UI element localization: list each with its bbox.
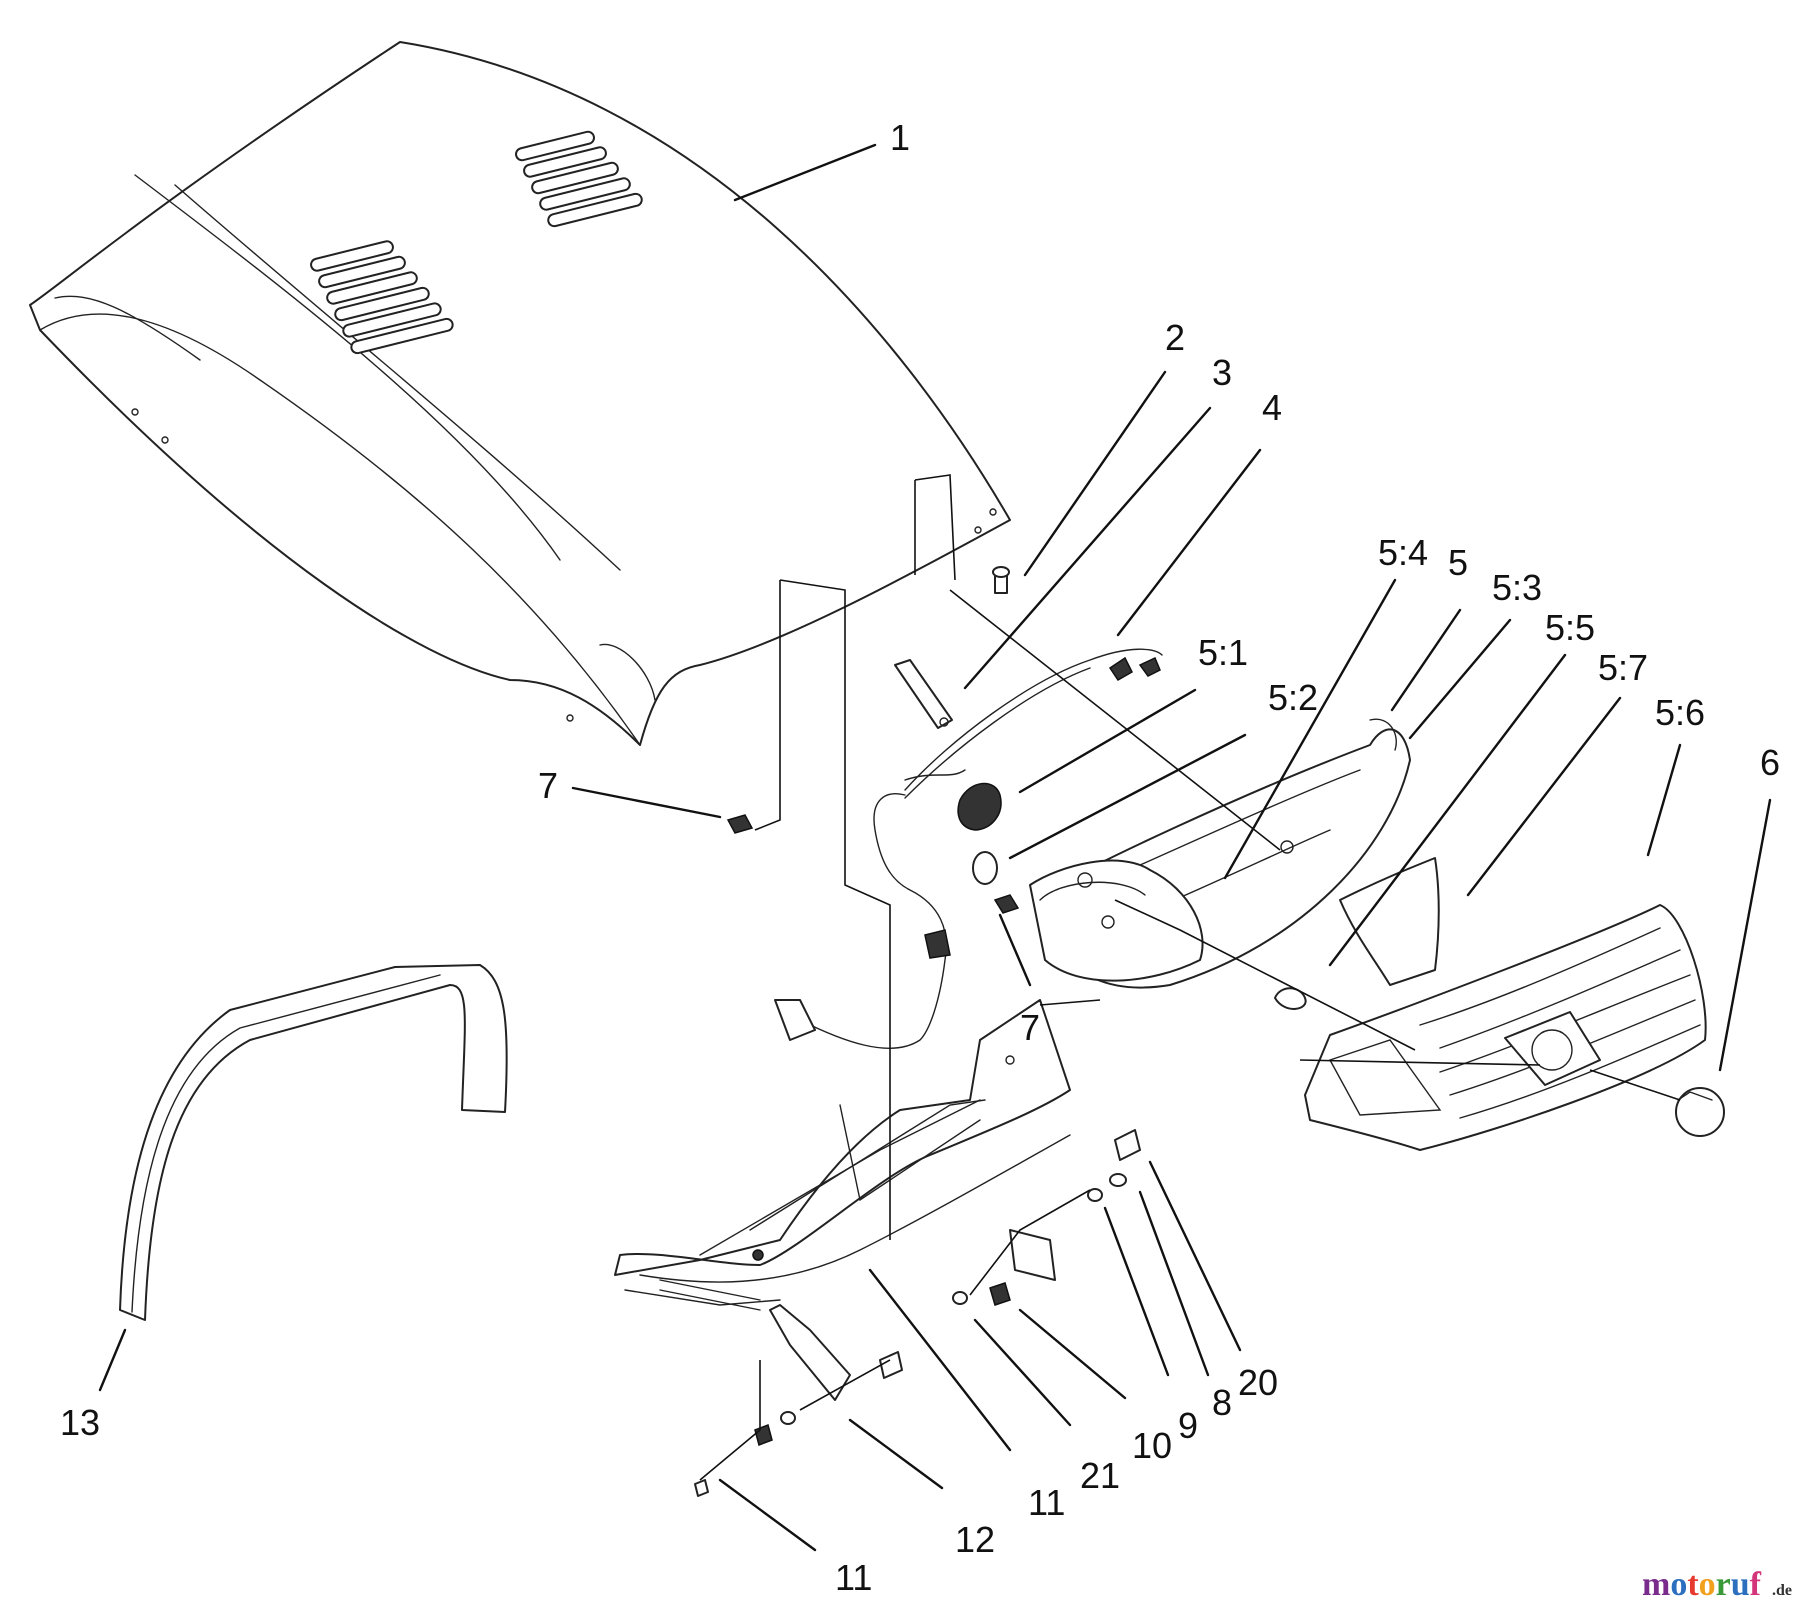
wire-harness-part	[774, 648, 1163, 1049]
callout-5-4: 5:4	[1378, 532, 1428, 573]
watermark-tld: .de	[1772, 1582, 1792, 1599]
leader-lines	[98, 143, 1772, 1552]
callout-5-3: 5:3	[1492, 567, 1542, 608]
callout-20: 20	[1238, 1362, 1278, 1403]
callout-5: 5	[1448, 542, 1468, 583]
callout-5-1: 5:1	[1198, 632, 1248, 673]
callout-1: 1	[890, 117, 910, 158]
watermark-letter-f: f	[1750, 1566, 1762, 1603]
grille-part	[1304, 904, 1707, 1151]
watermark-letter-m: m	[1642, 1566, 1670, 1603]
panel-part	[1339, 857, 1440, 986]
hardware-right	[952, 1129, 1141, 1306]
fender-part	[119, 964, 508, 1321]
headlight-housing-part	[1029, 718, 1411, 1010]
hardware-left	[694, 1351, 903, 1497]
lower-bracket-part	[614, 999, 1071, 1401]
callout-21: 21	[1080, 1455, 1120, 1496]
watermark-letter-o2: o	[1699, 1566, 1716, 1603]
callout-13: 13	[60, 1402, 100, 1443]
watermark-letter-r: r	[1716, 1566, 1731, 1603]
watermark-logo: motoruf .de	[1642, 1566, 1792, 1603]
hood-part	[29, 41, 1011, 746]
knob-part	[1675, 1087, 1725, 1137]
assembly-lines	[699, 474, 1681, 1481]
svg-text:motoruf: motoruf	[1642, 1566, 1762, 1603]
callout-2: 2	[1165, 317, 1185, 358]
watermark-letter-o: o	[1670, 1566, 1687, 1603]
bracket-small-part	[894, 659, 953, 729]
callout-5-5: 5:5	[1545, 607, 1595, 648]
callout-11-upper: 11	[1028, 1482, 1065, 1523]
callout-labels: 1 2 3 4 5:4 5 5:3 5:5 5:7 5:1 5:2 5:6 6 …	[60, 117, 1780, 1598]
socket-part	[957, 782, 1002, 831]
callout-7-left: 7	[538, 765, 558, 806]
callout-7-center: 7	[1020, 1007, 1040, 1048]
callout-10: 10	[1132, 1425, 1172, 1466]
callout-6: 6	[1760, 742, 1780, 783]
callout-5-6: 5:6	[1655, 692, 1705, 733]
callout-3: 3	[1212, 352, 1232, 393]
watermark-letter-t: t	[1687, 1566, 1699, 1603]
callout-11-lower: 11	[835, 1557, 872, 1598]
callout-5-7: 5:7	[1598, 647, 1648, 688]
clip-part-a	[726, 814, 754, 834]
bolt-2-part	[992, 566, 1010, 594]
callout-12: 12	[955, 1519, 995, 1560]
clip-part-b	[993, 894, 1020, 914]
callout-5-2: 5:2	[1268, 677, 1318, 718]
callout-8: 8	[1212, 1382, 1232, 1423]
watermark-letter-u: u	[1731, 1566, 1750, 1603]
bulb-part	[972, 851, 998, 885]
callout-4: 4	[1262, 387, 1282, 428]
callout-9: 9	[1178, 1405, 1198, 1446]
